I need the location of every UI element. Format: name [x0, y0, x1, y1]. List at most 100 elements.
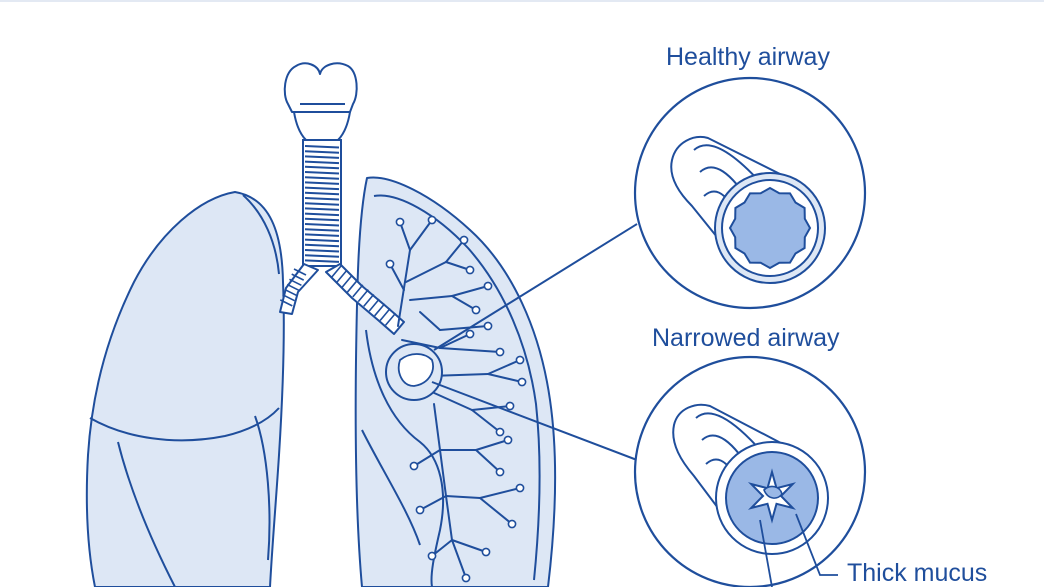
bronchiole — [451, 539, 467, 579]
bronchiole — [433, 403, 441, 451]
bronchus-ring — [284, 288, 298, 297]
bronchus-ring — [363, 293, 375, 307]
cricoid-cartilage — [293, 111, 351, 141]
bronchiole — [475, 449, 501, 473]
bronchus-ring — [289, 278, 302, 287]
trachea-ring — [304, 186, 340, 191]
top-divider — [0, 0, 1044, 2]
alveolus — [505, 401, 515, 411]
bronchiole — [439, 347, 501, 353]
alveolus — [481, 547, 491, 557]
right-main-bronchus — [279, 263, 319, 315]
bronchial-tree — [389, 219, 523, 579]
narrowed-airway-label: Narrowed airway — [652, 324, 840, 352]
bronchiole — [389, 263, 405, 291]
trachea-ring — [304, 249, 340, 253]
trachea-ring — [304, 150, 340, 154]
alveolus — [385, 259, 395, 269]
alveolus — [471, 305, 481, 315]
right-lung-lobe-edge — [254, 415, 271, 561]
bronchus-ring — [346, 279, 358, 293]
bronchiole — [487, 359, 521, 375]
bronchiole — [419, 495, 447, 511]
bronchus-ring — [335, 270, 348, 284]
bronchus-ring — [374, 303, 386, 317]
trachea-ring — [304, 259, 340, 263]
trachea-ring — [304, 176, 340, 180]
trachea-ring — [304, 233, 340, 237]
callout-bronchiole — [397, 353, 434, 387]
alveolus — [515, 355, 525, 365]
trachea-ring — [304, 238, 340, 243]
alveolus — [459, 235, 469, 245]
bronchiole — [471, 409, 501, 433]
trachea-ring — [304, 212, 340, 217]
left-lung-cardiac-notch — [361, 429, 421, 546]
bronchiole — [451, 285, 489, 297]
alveolus — [465, 329, 475, 339]
bronchus-ring — [384, 312, 397, 326]
trachea-ring — [304, 228, 340, 232]
alveolus — [415, 505, 425, 515]
bronchiole — [479, 497, 513, 525]
bronchiole — [439, 449, 447, 497]
bronchus-ring — [291, 273, 305, 281]
bronchus-ring — [282, 293, 295, 302]
bronchus-ring — [357, 289, 369, 303]
bronchiole — [445, 495, 481, 499]
bronchiole — [471, 405, 511, 411]
bronchiole — [445, 239, 465, 263]
alveolus — [503, 435, 513, 445]
bronchus-ring — [368, 298, 380, 312]
trachea-ring — [304, 165, 340, 170]
right-lung — [85, 191, 285, 587]
bronchus-rings — [279, 265, 397, 326]
bronchus-ring — [286, 283, 300, 292]
alveolus — [427, 551, 437, 561]
alveolus — [495, 467, 505, 477]
alveolus — [507, 519, 517, 529]
airway-ring — [695, 412, 763, 453]
right-lung-horizontal-fissure — [89, 407, 280, 442]
alveolus — [517, 377, 527, 387]
mucus-pointer — [759, 513, 838, 587]
bronchiole — [451, 295, 477, 311]
bronchiole — [419, 311, 441, 331]
alveolus — [483, 281, 493, 291]
mucus-pointer-line-b — [795, 513, 838, 576]
trachea-ring — [304, 202, 340, 206]
bronchiole — [451, 539, 487, 553]
narrowed-airway-magnifier — [633, 355, 867, 587]
bronchus-ring — [293, 268, 307, 276]
bronchiole — [413, 449, 441, 467]
mucus-plug — [763, 485, 783, 499]
right-lung-upper-lobe-fold — [242, 194, 280, 275]
trachea-ring — [304, 197, 340, 201]
trachea-ring — [304, 217, 340, 222]
bronchus-ring — [279, 299, 293, 307]
left-lung-inner-margin — [373, 194, 541, 581]
bronchus-ring — [379, 308, 391, 322]
bronchus-ring — [341, 274, 353, 288]
healthy-airway-label: Healthy airway — [666, 43, 830, 71]
bronchiole — [409, 295, 453, 301]
alveolus — [495, 427, 505, 437]
alveolus — [395, 217, 405, 227]
leader-line-healthy — [433, 223, 638, 351]
bronchiole — [409, 219, 433, 251]
bronchiole — [445, 495, 453, 541]
trachea-ring — [304, 155, 340, 159]
bronchiole — [399, 221, 411, 251]
bronchiole — [487, 373, 523, 383]
airway-ring — [693, 144, 761, 183]
alveolus — [461, 573, 471, 583]
trachea-ring — [304, 160, 340, 165]
larynx-cartilage — [283, 62, 358, 113]
trachea-rings — [304, 145, 340, 263]
healthy-airway-magnifier — [633, 76, 867, 310]
bronchus-ring — [352, 284, 364, 298]
right-lung-outline — [85, 191, 285, 587]
trachea-ring — [304, 254, 340, 258]
